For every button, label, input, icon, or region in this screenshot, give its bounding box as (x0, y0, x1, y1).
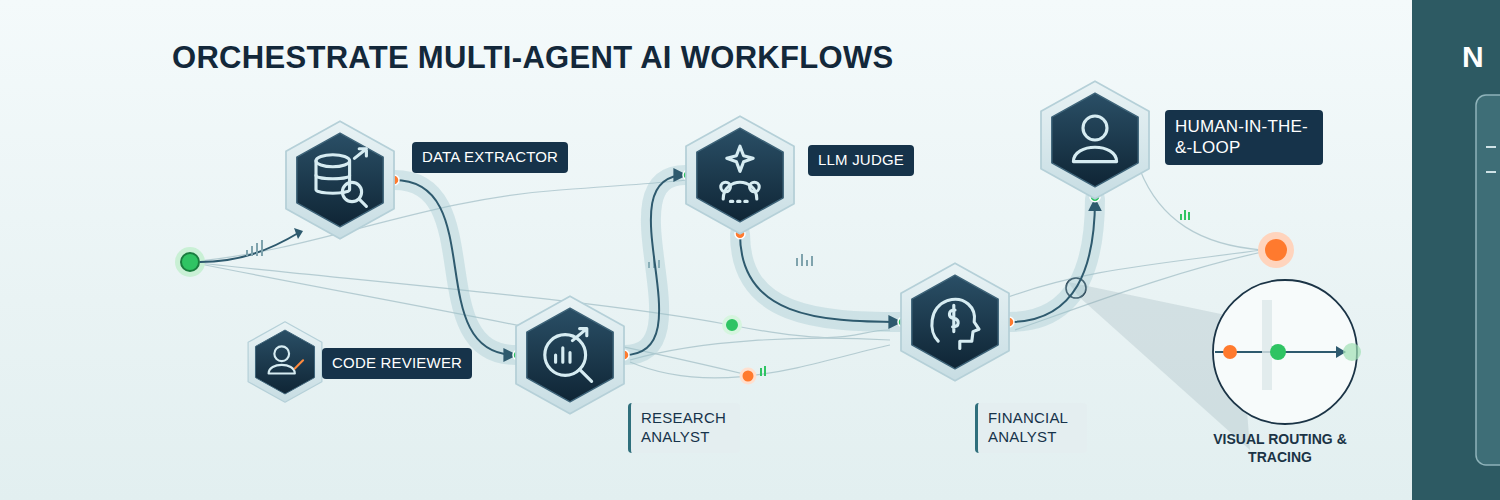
hexagon-core (1052, 93, 1138, 187)
callout-caption: VISUAL ROUTING & TRACING (1205, 430, 1355, 466)
agent-icon (1073, 116, 1116, 162)
hexagon-ring (286, 121, 394, 239)
hexagon-core (527, 308, 613, 402)
hexagon-core (697, 128, 783, 222)
hexagon-core (912, 275, 998, 369)
signal-dot (724, 317, 740, 333)
connector-line (394, 180, 516, 355)
signal-dot (741, 369, 755, 383)
flow-connector (735, 229, 908, 327)
agent-hexagon (680, 115, 800, 235)
agent-node: FINANCIAL ANALYST (895, 262, 1015, 382)
zoom-lens (1213, 280, 1357, 424)
connector-line (624, 175, 686, 355)
panel-items (1486, 147, 1496, 172)
zoom-band (1262, 300, 1272, 390)
connector-tube (740, 234, 901, 322)
agent-label: CODE REVIEWER (322, 348, 472, 379)
start-point (181, 253, 199, 271)
agent-node: LLM JUDGE (680, 115, 800, 235)
agent-hexagon (510, 295, 630, 415)
connector-line (1009, 199, 1095, 322)
diagram-title: ORCHESTRATE MULTI-AGENT AI WORKFLOWS (172, 40, 893, 76)
agent-icon (545, 329, 592, 382)
agent-icon (316, 149, 366, 207)
zoom-dot (1270, 344, 1286, 360)
agent-label: LLM JUDGE (808, 145, 914, 176)
hexagon-ring (1041, 81, 1149, 199)
hexagon-ring (686, 116, 794, 234)
end-glow (1258, 232, 1294, 268)
agent-hexagon (895, 262, 1015, 382)
panel-heading: N (1462, 40, 1484, 74)
agent-node: CODE REVIEWER (244, 321, 326, 403)
flow-connector (1004, 192, 1100, 327)
agent-hexagon (1035, 80, 1155, 200)
hexagon-ring (248, 322, 322, 402)
flow-connector (619, 170, 693, 360)
connector-tube (394, 180, 516, 355)
hexagon-core (255, 330, 314, 394)
hexagon-core (297, 133, 383, 227)
connector-tube (1009, 199, 1095, 322)
hexagon-ring (901, 263, 1009, 381)
agent-icon (721, 146, 759, 201)
agent-node: RESEARCH ANALYST (510, 295, 630, 415)
end-point (1265, 239, 1287, 261)
agent-icon (932, 299, 979, 348)
agent-label: RESEARCH ANALYST (628, 403, 740, 453)
zoom-dot (1343, 343, 1361, 361)
flow-connector (389, 175, 523, 360)
agent-label: HUMAN-IN-THE- &-LOOP (1165, 110, 1323, 165)
agent-node: HUMAN-IN-THE- &-LOOP (1035, 80, 1155, 200)
agent-icon (269, 346, 303, 373)
agent-label: DATA EXTRACTOR (412, 142, 568, 173)
zoom-dot (1223, 345, 1237, 359)
hexagon-ring (516, 296, 624, 414)
start-arrowhead (294, 228, 303, 239)
agent-label: FINANCIAL ANALYST (975, 403, 1087, 453)
mini-bars-green (760, 210, 1190, 376)
agent-node: DATA EXTRACTOR (280, 120, 400, 240)
connector-tube (624, 175, 686, 355)
agent-hexagon (280, 120, 400, 240)
panel-card (1476, 95, 1500, 465)
start-line (200, 232, 300, 262)
agent-hexagon (244, 321, 326, 403)
connector-line (740, 234, 901, 322)
